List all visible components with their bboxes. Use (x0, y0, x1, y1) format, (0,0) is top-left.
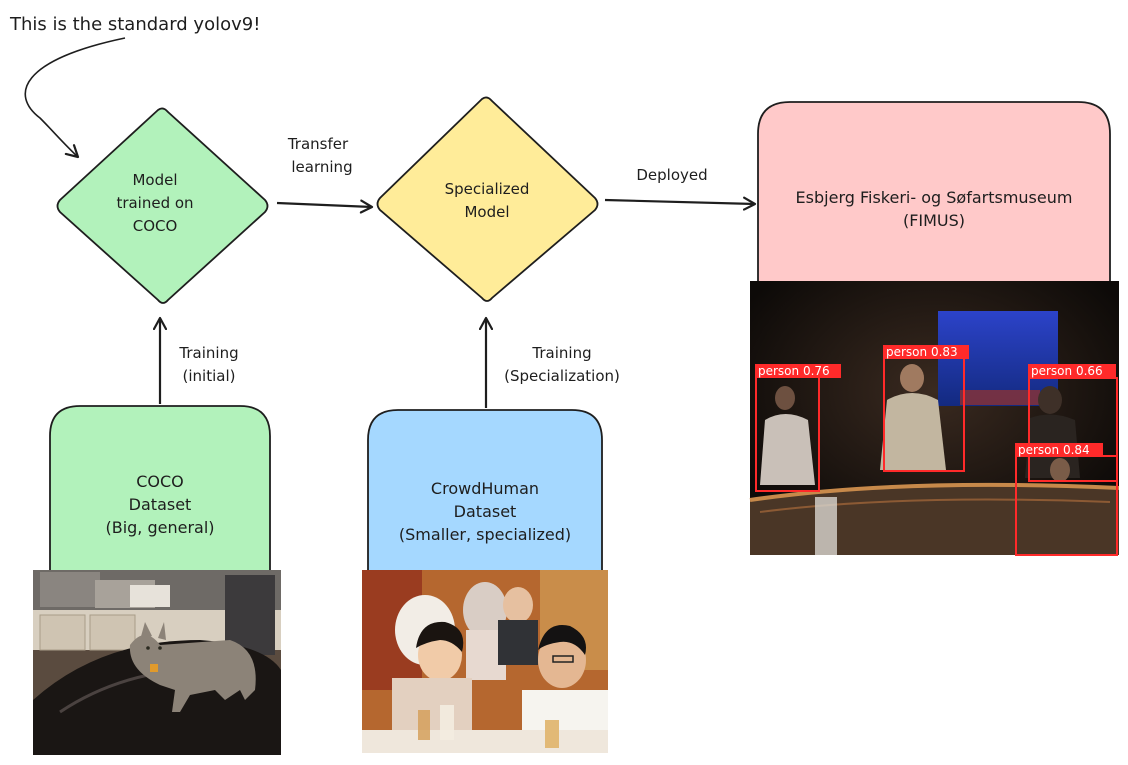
detection-1: person 0.83 (883, 345, 969, 472)
edge-transfer-label-line-1: Transfer (287, 135, 349, 153)
specialized-model-node: Specialized Model (376, 96, 599, 302)
crowdhuman-dataset-label-line-3: (Smaller, specialized) (399, 525, 571, 544)
coco-sample-photo (33, 570, 281, 755)
crowdhuman-sample-photo (362, 570, 608, 753)
deployment-label-line-1: Esbjerg Fiskeri- og Søfartsmuseum (796, 188, 1073, 207)
deployment-label-line-2: (FIMUS) (903, 211, 965, 230)
detection-3-label: person 0.84 (1018, 443, 1090, 457)
edge-training-specialization-line-1: Training (531, 344, 591, 362)
base-model-label-line-2: trained on (116, 194, 193, 212)
coco-dataset-node: COCO Dataset (Big, general) (49, 405, 271, 576)
edge-training-initial: Training (initial) (160, 318, 239, 404)
crowdhuman-dataset-label-line-1: CrowdHuman (431, 479, 539, 498)
coco-dataset-label-line-1: COCO (136, 472, 184, 491)
edge-deployed: Deployed (604, 166, 755, 204)
crowdhuman-dataset-label-line-2: Dataset (454, 502, 517, 521)
base-model-label-line-1: Model (132, 171, 177, 189)
base-model-label-line-3: COCO (133, 217, 178, 235)
edge-training-specialization-line-2: (Specialization) (504, 367, 620, 385)
coco-dataset-label-line-3: (Big, general) (105, 518, 214, 537)
annotation-arrow (24, 37, 126, 157)
crowdhuman-dataset-node: CrowdHuman Dataset (Smaller, specialized… (367, 409, 603, 576)
detection-2: person 0.66 (1028, 364, 1118, 482)
specialized-model-label-line-2: Model (464, 203, 509, 221)
detection-3: person 0.84 (1015, 443, 1118, 556)
deployment-node: Esbjerg Fiskeri- og Søfartsmuseum (FIMUS… (757, 101, 1111, 291)
edge-transfer-label-line-2: learning (291, 158, 352, 176)
annotation-text: This is the standard yolov9! (9, 14, 260, 35)
edge-transfer-learning: Transfer learning (276, 135, 372, 207)
detection-0-label: person 0.76 (758, 364, 830, 378)
detection-2-label: person 0.66 (1031, 364, 1103, 378)
detection-0: person 0.76 (755, 364, 841, 492)
museum-detection-photo: person 0.76 person 0.83 person 0.66 pers… (749, 281, 1120, 556)
coco-dataset-label-line-2: Dataset (129, 495, 192, 514)
edge-training-initial-line-2: (initial) (183, 367, 236, 385)
edge-deployed-label: Deployed (636, 166, 707, 184)
base-model-node: Model trained on COCO (56, 107, 269, 304)
detection-1-label: person 0.83 (886, 345, 958, 359)
edge-training-specialization: Training (Specialization) (486, 318, 620, 408)
specialized-model-label-line-1: Specialized (445, 180, 530, 198)
edge-training-initial-line-1: Training (178, 344, 238, 362)
